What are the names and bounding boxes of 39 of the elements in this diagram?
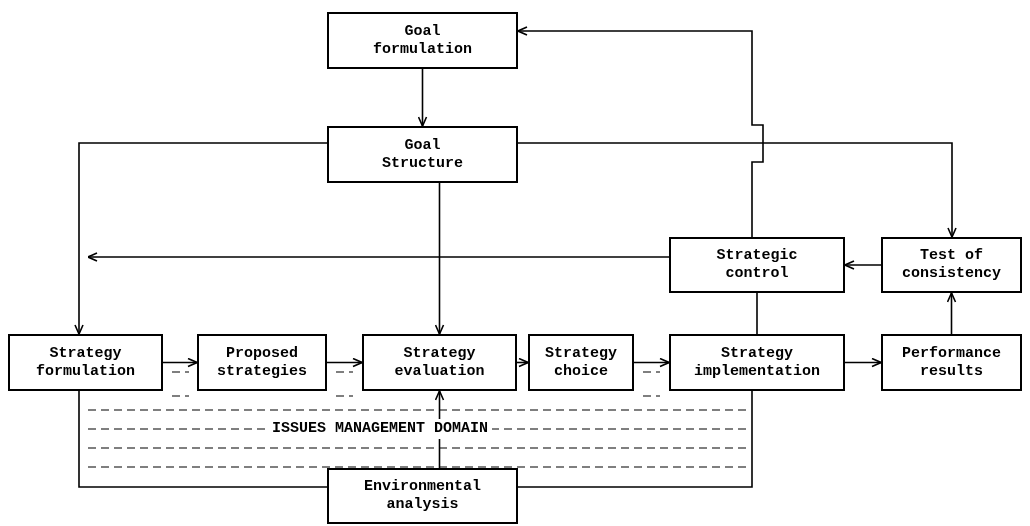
box-label: Strategic control <box>715 247 799 283</box>
box-label: Performance results <box>901 344 1002 381</box>
connector-line <box>756 292 758 335</box>
box-label: Strategy choice <box>544 344 618 381</box>
box-label: Goal formulation <box>372 22 473 59</box>
process-box <box>327 468 518 524</box>
box-label: Environmental analysis <box>363 478 482 514</box>
arrow <box>517 26 764 238</box>
process-box <box>362 334 517 391</box>
process-box <box>669 334 845 391</box>
process-box <box>881 334 1022 391</box>
arrow <box>844 260 882 270</box>
arrow <box>434 182 445 335</box>
arrow <box>326 357 363 368</box>
arrow <box>517 142 957 238</box>
connector-line <box>517 390 753 488</box>
arrow <box>162 357 198 368</box>
process-box <box>8 334 163 391</box>
process-box <box>528 334 634 391</box>
box-label: Strategy evaluation <box>393 344 486 381</box>
arrow <box>74 142 328 335</box>
box-label: Strategy implementation <box>693 344 821 381</box>
box-label: Proposed strategies <box>216 344 308 381</box>
box-label: Strategy formulation <box>35 344 136 381</box>
arrow <box>946 292 957 335</box>
connector-line <box>78 390 328 488</box>
process-box <box>327 12 518 69</box>
box-label: Test of consistency <box>901 247 1002 283</box>
arrow <box>87 252 670 262</box>
arrow <box>417 68 428 127</box>
arrow <box>844 357 882 368</box>
arrow <box>633 357 670 368</box>
box-label: Goal Structure <box>381 136 464 173</box>
process-box <box>197 334 327 391</box>
domain-label: ISSUES MANAGEMENT DOMAIN <box>268 419 493 439</box>
process-box <box>881 237 1022 293</box>
arrow <box>516 357 529 368</box>
process-box <box>669 237 845 293</box>
process-box <box>327 126 518 183</box>
